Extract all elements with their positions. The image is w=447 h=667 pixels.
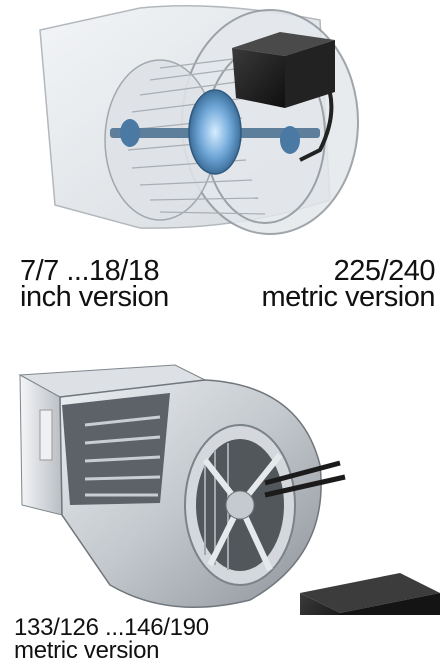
transparent-blower-illustration	[39, 4, 359, 235]
metric-version-label-bottom: metric version	[14, 637, 160, 664]
outlet-blades	[84, 415, 161, 497]
bottom-blower-panel	[0, 355, 447, 667]
junction-box	[232, 32, 335, 108]
motor-support	[202, 453, 283, 572]
metric-version-caption-top: 225/240 metric version	[261, 255, 436, 313]
top-blower-panel: 7/7 ...18/18 inch version 225/240 metric…	[0, 0, 447, 330]
control-box	[300, 573, 440, 615]
metric-size-range-bottom: 133/126 ...146/190	[14, 614, 209, 641]
inch-size-range: 7/7 ...18/18	[20, 255, 160, 287]
metric-version-label-top: metric version	[261, 281, 436, 313]
inch-version-caption: 7/7 ...18/18 inch version	[20, 255, 169, 313]
metric-size-top: 225/240	[333, 255, 436, 287]
metric-version-caption-bottom: 133/126 ...146/190 metric version	[14, 614, 209, 664]
inch-version-label: inch version	[20, 281, 169, 313]
metal-blower-illustration	[18, 364, 440, 615]
